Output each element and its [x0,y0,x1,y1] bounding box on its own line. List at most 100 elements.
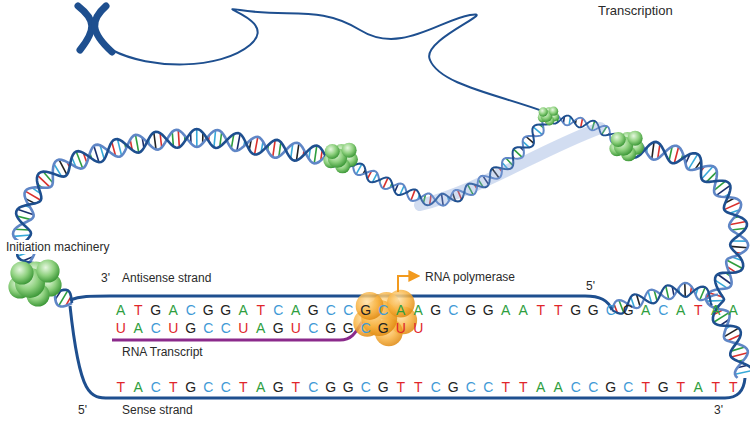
base-letter: T [112,379,130,395]
protein-complex-part [342,143,357,158]
base-letter: A [690,379,708,395]
base-pair [735,370,750,374]
base-letter: G [480,302,498,318]
base-letter: A [392,302,410,318]
base-letter: G [427,302,445,318]
base-letter: T [165,379,183,395]
base-letter: G [585,302,603,318]
base-letter: A [130,379,148,395]
base-letter: G [567,302,585,318]
base-pair [684,283,686,297]
base-letter: U [235,320,253,336]
base-letter: G [305,302,323,318]
base-letter: C [182,302,200,318]
base-letter: C [480,379,498,395]
base-letter: C [200,379,218,395]
highlight-band [420,128,600,205]
base-letter: G [655,379,673,395]
protein-complex-part [628,131,643,146]
initiation-complex [8,259,61,306]
base-letter: T [550,302,568,318]
rna-sequence: UACUGCCUAGUCGGCGUU [112,320,427,336]
base-letter: C [427,379,445,395]
base-letter: G [375,379,393,395]
strand-label: Sense strand [122,403,193,417]
helix-strand [625,142,750,375]
base-letter: G [182,320,200,336]
base-letter: C [357,320,375,336]
base-letter: T [252,302,270,318]
protein-complex [323,143,358,174]
strand-end: 3' [712,403,725,417]
direction-arrow [398,276,418,292]
base-letter: C [200,320,218,336]
base-letter: C [340,302,358,318]
base-letter: C [147,379,165,395]
base-pair [154,132,156,149]
base-letter: A [532,379,550,395]
base-letter: G [147,302,165,318]
base-pair [14,235,31,236]
base-letter: C [445,302,463,318]
sense-backbone [70,306,745,398]
figure-title: Transcription [598,4,673,18]
base-letter: C [462,379,480,395]
base-letter: U [392,320,410,336]
base-letter: C [357,379,375,395]
base-letter: G [270,379,288,395]
base-letter: C [305,320,323,336]
base-pair [700,287,705,300]
base-pair [314,146,317,164]
base-letter: C [655,302,673,318]
base-letter: G [270,320,288,336]
base-letter: A [707,302,725,318]
base-letter: G [322,379,340,395]
base-letter: U [112,320,130,336]
strand-label: Antisense strand [122,271,211,285]
base-letter: C [602,302,620,318]
base-letter: G [340,320,358,336]
base-pair [356,164,362,174]
base-letter: A [497,302,515,318]
base-letter: A [287,302,305,318]
base-letter: G [217,302,235,318]
base-letter: T [497,379,515,395]
base-letter: A [725,302,743,318]
base-letter: G [357,302,375,318]
base-letter: A [252,379,270,395]
helix-strand [13,130,340,307]
base-letter: G [375,320,393,336]
protein-complex-part [539,107,548,116]
base-letter: G [182,379,200,395]
base-letter: C [217,379,235,395]
chromosome [78,6,92,50]
base-pair [724,202,740,209]
base-letter: T [672,379,690,395]
base-letter: C [305,379,323,395]
base-letter: U [410,320,428,336]
base-pair [136,135,139,153]
base-letter: T [532,302,550,318]
base-letter: U [165,320,183,336]
base-letter: T [707,379,725,395]
strand-end: 5' [586,279,595,293]
component-label: Initiation machinery [4,240,111,254]
protein-complex-part [549,107,558,116]
base-letter: C [375,302,393,318]
base-letter: G [602,379,620,395]
base-letter: A [672,302,690,318]
base-letter: A [130,320,148,336]
base-pair [514,149,523,157]
initiation-complex-part [10,261,33,284]
base-letter: T [130,302,148,318]
initiation-complex-part [36,259,59,282]
base-letter: G [445,379,463,395]
base-pair [76,151,82,168]
chromosome [95,6,112,52]
base-letter: A [637,302,655,318]
base-pair [214,130,216,147]
base-letter: A [550,379,568,395]
strand-end: 3' [101,271,110,285]
base-letter: A [515,302,533,318]
base-pair [273,140,275,157]
